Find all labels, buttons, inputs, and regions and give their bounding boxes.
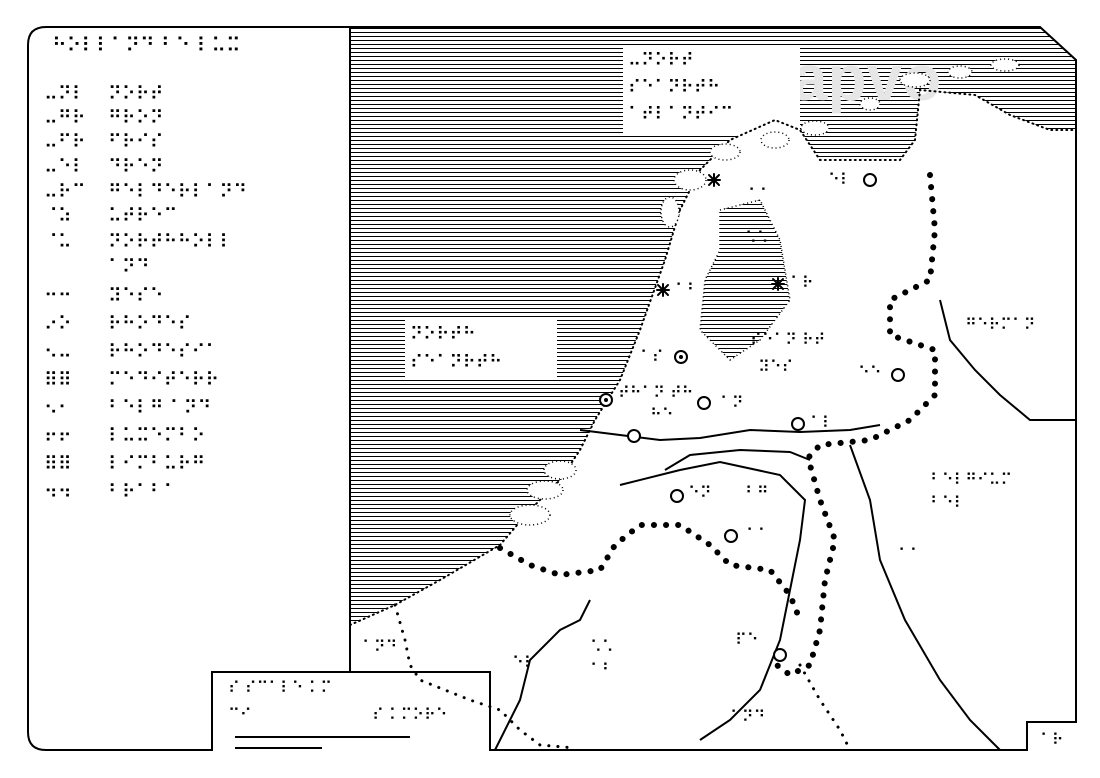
key-name: ⠽⠑⠎⠑ [108,285,164,307]
map-title: ⠓⠕⠇⠇⠁⠝⠙ ⠃⠑ ⠇⠥⠭ [52,33,241,57]
place-label: ⠃⠑⠇⠛⠊⠥⠍ [930,470,1012,489]
place-label: ⠑⠇ [512,653,535,672]
key-name: ⠝⠕⠗⠞ [108,83,164,105]
sea-label-top: ⠤⠝⠕⠗⠞ ⠎⠑⠁⠝⠗⠞⠓ ⠁⠞⠇⠁⠝⠞⠊⠉ [628,50,733,125]
key-name: ⠗⠓⠕⠙⠑⠎⠊⠁ [108,341,219,363]
sea-label-bg-top [623,45,800,133]
star-markers [656,173,785,297]
scale-legend: ⠎ ⠎⠉⠁⠇⠑ ⠅⠍ ⠉⠊ ⠎ ⠅⠍⠕⠗⠑ [228,678,447,724]
key-code: ⠔⠕ [44,313,72,335]
place-label: ⠑⠑ [858,363,881,382]
scale-legend-line: ⠎ ⠅⠍⠕⠗⠑ [372,705,447,724]
place-label: ⠓⠑ [650,405,673,424]
place-label: ⠁⠃ [675,280,698,299]
place-label: ⠁⠝⠙ [730,707,765,726]
city-markers [599,173,905,662]
place-label: ⠁⠗ [1040,730,1063,749]
map-key: ⠤⠝⠇ ⠝⠕⠗⠞ ⠤⠛⠗ ⠛⠗⠕⠝ ⠤⠋⠗ ⠋⠗⠊⠎ ⠤⠑⠇ ⠙⠗⠑⠝ ⠤⠗⠉ … [44,83,247,503]
place-label: ⠁⠃ [590,660,613,679]
key-code: ⠒⠒ [44,285,72,307]
place-label: ⠏⠑ [735,630,758,649]
place-label: ⠁⠝⠙ [362,637,397,656]
key-code: ⠲⠲ [44,481,72,503]
place-label: ⠃⠑⠇ [930,493,965,512]
key-name: ⠃⠗⠁⠃⠁ [108,481,178,503]
place-label: ⠡⠡ [745,228,768,247]
key-code: ⠖⠖ [44,425,72,447]
place-label: ⠽⠑⠎ [758,357,793,376]
key-code: ⠤⠋⠗ [44,131,86,153]
key-code: ⠿⠿ [44,453,72,475]
key-name: ⠇⠥⠭⠑⠍⠃⠕ [108,425,205,447]
sea-label-line: ⠤⠝⠕⠗⠞ [628,50,694,71]
key-name: ⠋⠗⠊⠎ [108,131,164,153]
key-name: ⠃⠑⠇⠛ ⠁⠝⠙ [108,397,211,419]
place-label: ⠁⠁ [898,545,921,564]
key-name: ⠇⠊⠍⠃⠥⠗⠛ [108,453,205,475]
place-label: ⠑⠝ [688,483,711,502]
sea-label-line: ⠝⠕⠗⠞⠓ [410,324,476,345]
key-name: ⠛⠗⠕⠝ [108,107,164,129]
place-label: ⠁⠁ [748,185,771,204]
key-code: ⠤⠛⠗ [44,107,86,129]
place-label: ⠛⠑⠗⠍⠁⠝ [965,315,1035,334]
place-label: ⠁⠝ [720,393,743,412]
national-border-south [497,522,803,623]
regional-border-east [798,663,852,752]
sea-label-line: ⠎⠑⠁⠝⠗⠞⠓ [410,352,502,373]
key-code: ⠈⠵ [44,205,72,227]
sea-label-line: ⠎⠑⠁⠝⠗⠞⠓ [628,77,720,98]
place-label: ⠁⠗ [790,273,813,292]
place-label: ⠑⠇ [828,170,851,189]
key-name: ⠥⠞⠗⠑⠉ [108,205,178,227]
map-place-labels: ⠑⠇ ⠁⠁ ⠡⠡ ⠁⠃ ⠁⠗ ⠎⠑⠁⠝ ⠗⠞ ⠽⠑⠎ ⠁⠎ ⠑⠑ ⠞⠓⠁⠝ ⠞⠓… [362,170,1063,749]
scale-legend-line: ⠉⠊ [228,705,251,724]
place-label: ⠎⠑⠁⠝ ⠗⠞ [750,330,825,349]
sea-label-mid: ⠝⠕⠗⠞⠓ ⠎⠑⠁⠝⠗⠞⠓ [410,324,502,373]
key-code: ⠤⠑⠇ [44,156,86,178]
key-code: ⠤⠗⠉ [44,181,86,203]
place-label: ⠁⠎ [640,347,663,366]
map-frame [27,26,1077,751]
key-code: ⠈⠥ [44,231,72,253]
key-name: ⠁⠝⠙ [108,256,150,278]
regional-border-west [393,603,577,750]
key-code: ⠿⠿ [44,369,72,391]
sea-area [350,27,1076,625]
rivers [494,299,1076,751]
sea-label-line: ⠁⠞⠇⠁⠝⠞⠊⠉ [628,104,733,125]
key-name: ⠝⠕⠗⠞⠓⠓⠕⠇⠇ [108,231,233,253]
key-name: ⠛⠑⠇⠙⠑⠗⠇⠁⠝⠙ [108,181,247,203]
key-code: ⠢⠂ [44,397,72,419]
key-name: ⠗⠓⠕⠙⠑⠎ [108,313,192,335]
place-label: ⠁⠇ [810,413,833,432]
key-code: ⠤⠝⠇ [44,83,86,105]
national-border-east [767,172,939,679]
key-name: ⠙⠗⠑⠝ [108,156,164,178]
islands [509,58,1020,526]
place-label: ⠁⠁ [746,525,769,544]
key-code: ⠢⠤ [44,341,72,363]
place-label: ⠡⠡ [590,637,613,656]
coastline [349,88,1077,626]
place-label: ⠃⠛ [745,483,768,502]
sea-label-bg-mid [405,318,557,378]
inland-lake [699,199,791,361]
place-label: ⠞⠓⠁⠝ ⠞⠓ [618,383,693,402]
scale-legend-line: ⠎ ⠎⠉⠁⠇⠑ ⠅⠍ [228,678,332,697]
key-name: ⠍⠑⠙⠊⠞⠑⠗⠗ [108,369,219,391]
capital-markers [604,355,683,402]
